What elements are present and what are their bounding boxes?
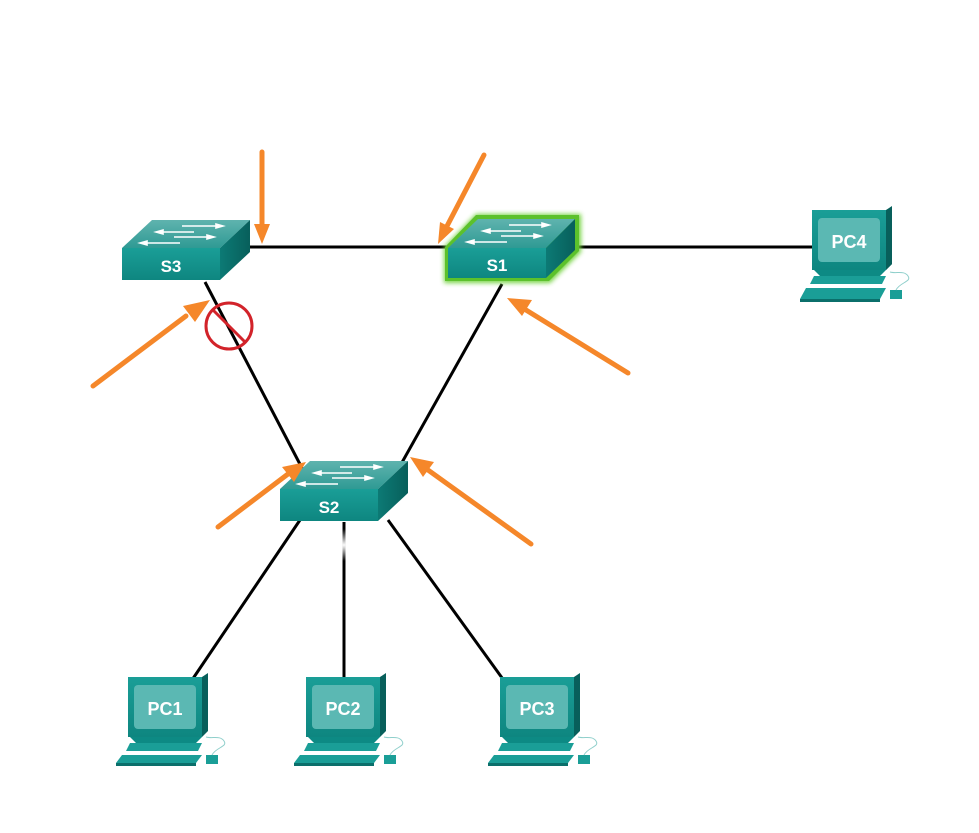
arrow-icon (438, 152, 487, 244)
switch-s2-label: S2 (319, 498, 340, 517)
switch-s2[interactable]: S2 (280, 461, 408, 521)
switch-s1[interactable]: S1 (444, 214, 581, 283)
switch-s3-label: S3 (161, 257, 182, 276)
pc-pc4-label: PC4 (831, 232, 866, 252)
arrow-icon (410, 457, 534, 547)
pc-screen (506, 685, 568, 729)
mouse-icon (890, 290, 902, 299)
pc-pc3[interactable]: PC3 (488, 673, 598, 766)
links (190, 245, 815, 683)
pc-screen (818, 218, 880, 262)
no-entry-icon (204, 301, 254, 351)
mouse-icon (384, 755, 396, 764)
pc-pc2[interactable]: PC2 (294, 673, 404, 766)
link-s2-pc3 (386, 519, 507, 683)
link-fade (330, 529, 358, 561)
arrow-icon (215, 462, 306, 530)
port-arrows (90, 149, 631, 547)
switch-s1-label: S1 (487, 256, 508, 275)
link-s2-pc1 (190, 519, 302, 681)
pc-pc3-label: PC3 (519, 699, 554, 719)
pc-pc4[interactable]: PC4 (800, 206, 910, 302)
switch-s3[interactable]: S3 (122, 220, 250, 280)
pc-pc2-label: PC2 (325, 699, 360, 719)
pc-screen (134, 685, 196, 729)
pc-pc1[interactable]: PC1 (116, 673, 226, 766)
mouse-icon (578, 755, 590, 764)
link-s1-s2 (398, 283, 504, 467)
pc-pc1-label: PC1 (147, 699, 182, 719)
switch-arrows-icon (137, 222, 226, 247)
link-s3-s2-blocked (203, 281, 305, 471)
switch-arrows-icon (464, 221, 552, 246)
arrow-icon (254, 149, 270, 244)
switch-arrows-icon (295, 463, 384, 488)
mouse-icon (206, 755, 218, 764)
pc-screen (312, 685, 374, 729)
arrow-icon (90, 300, 210, 389)
arrow-icon (507, 298, 631, 376)
